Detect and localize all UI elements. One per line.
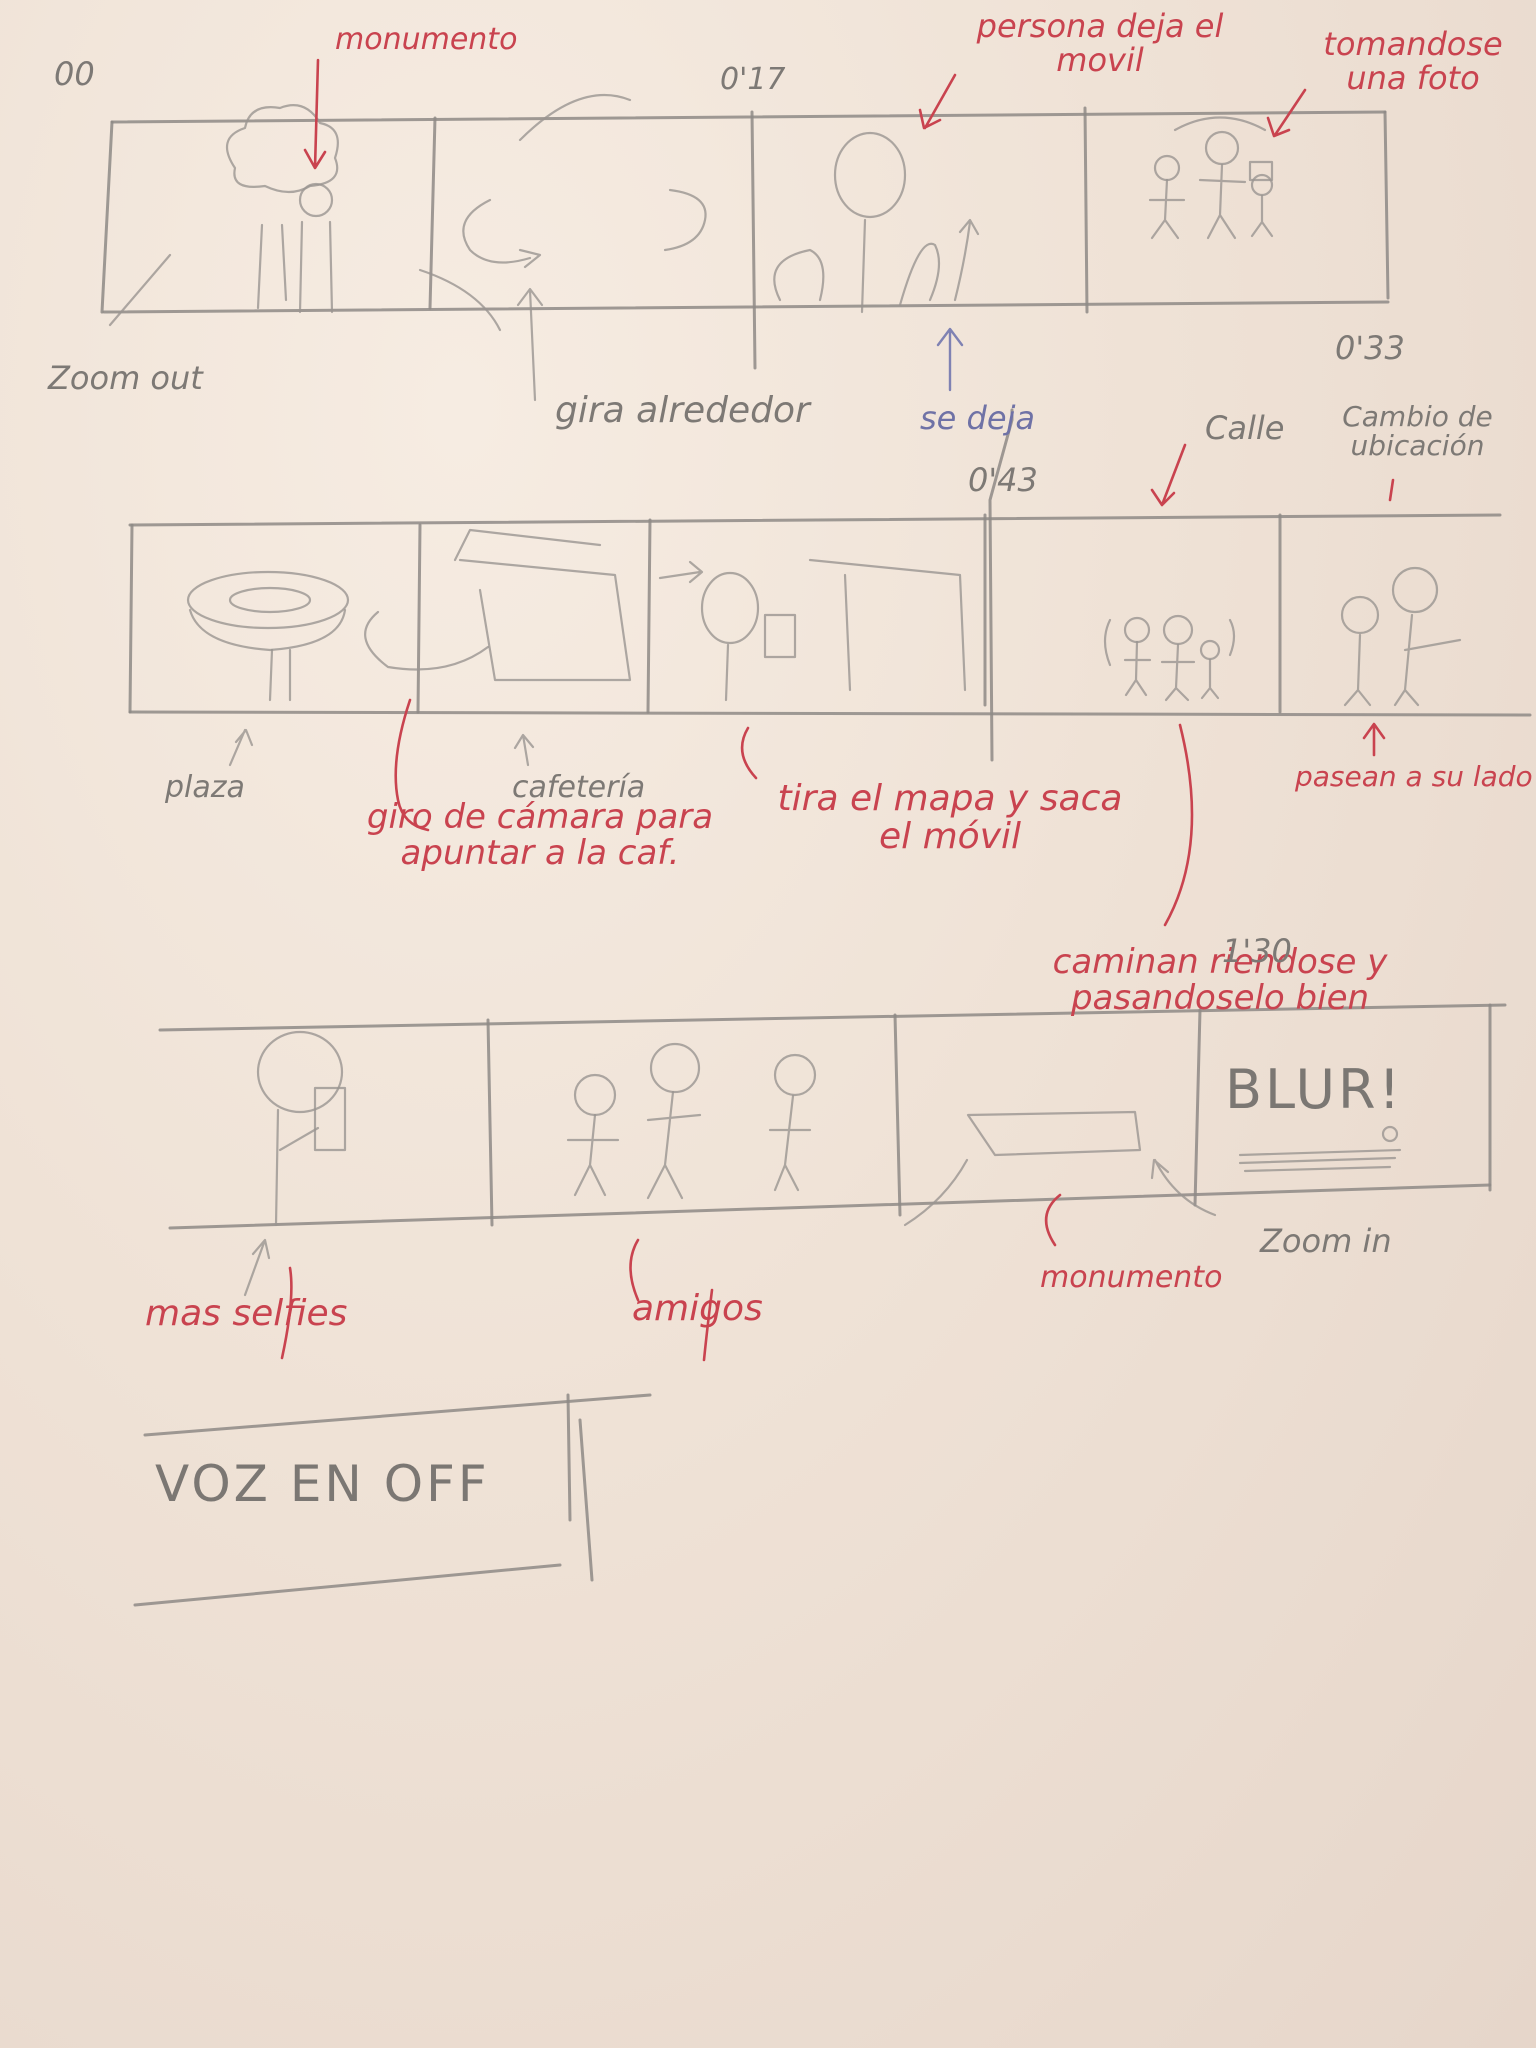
note-tomandose-foto: tomandose una foto <box>1323 25 1503 97</box>
se-deja-arrow <box>936 327 964 392</box>
note-plaza: plaza <box>165 770 245 805</box>
row1-panel2-sketch <box>418 93 707 332</box>
amigos-stroke <box>702 1288 714 1362</box>
calle-arrow <box>1150 443 1187 507</box>
note-zoom-out: Zoom out <box>48 359 203 397</box>
row2-panel2-sketch <box>364 528 632 682</box>
note-tira-mapa: tira el mapa y saca el móvil <box>777 778 1123 857</box>
cambio-arrow <box>1388 478 1395 502</box>
row2-strip <box>128 408 1532 762</box>
row2-panel4-sketch <box>1103 614 1236 702</box>
note-monumento: monumento <box>335 22 518 57</box>
note-amigos: amigos <box>632 1288 763 1329</box>
row3-strip <box>158 1003 1507 1230</box>
monumento-arrow <box>303 58 327 170</box>
note-giro-camara: giro de cámara para apuntar a la caf. <box>366 797 714 873</box>
timestamp-043: 0'43 <box>968 461 1038 499</box>
row1-panel1-sketch <box>108 104 339 327</box>
note-zoom-in: Zoom in <box>1260 1222 1392 1260</box>
note-monumento-2: monumento <box>1040 1260 1223 1295</box>
timestamp-00: 00 <box>54 55 95 93</box>
selfies-arrow <box>243 1238 271 1297</box>
row1-strip <box>100 106 1390 370</box>
monumento2-bracket <box>1044 1193 1062 1247</box>
zoom-in-arrow <box>1150 1158 1217 1217</box>
timestamp-017: 0'17 <box>720 62 786 97</box>
timestamp-033: 0'33 <box>1335 329 1405 367</box>
note-blur: BLUR! <box>1225 1058 1404 1121</box>
row2-panel5-sketch <box>1340 566 1462 707</box>
row3-panel3-sketch <box>903 1110 1142 1227</box>
giro-bracket <box>394 698 430 832</box>
foto-arrow <box>1266 88 1307 138</box>
note-persona-deja-movil: persona deja el movil <box>976 7 1224 79</box>
note-cambio-ubicacion: Cambio de ubicación <box>1342 400 1493 463</box>
row1-panel4-sketch <box>1148 116 1274 240</box>
note-caminan: caminan riendose y pasandoselo bien <box>1052 942 1388 1018</box>
voiceover-box <box>133 1393 652 1607</box>
gira-arrow <box>516 287 544 402</box>
row2-panel1-sketch <box>186 570 350 702</box>
caminan-bracket <box>1163 723 1194 927</box>
timestamp-130: 1'30 <box>1222 932 1292 970</box>
row3-panel2-sketch <box>566 1042 817 1200</box>
row3-panel1-sketch <box>256 1030 347 1227</box>
tira-bracket <box>740 726 758 780</box>
note-cafeteria: cafetería <box>512 770 646 805</box>
selfies-stroke <box>280 1266 293 1360</box>
note-gira-alrededor: gira alrededor <box>555 390 810 431</box>
plaza-arrow <box>228 728 254 767</box>
row2-panel3-sketch <box>658 558 967 702</box>
row3-panel4-sketch <box>1238 1125 1402 1173</box>
persona-arrow <box>918 73 957 130</box>
amigos-bracket <box>629 1238 640 1302</box>
note-se-deja: se deja <box>920 399 1036 437</box>
note-pasean: pasean a su lado <box>1295 760 1533 793</box>
row1-panel3-sketch <box>773 131 980 314</box>
note-calle: Calle <box>1205 409 1285 447</box>
pasean-arrow <box>1362 722 1386 757</box>
cafeteria-arrow <box>513 733 535 767</box>
voiceover-label: VOZ EN OFF <box>155 1455 490 1513</box>
note-mas-selfies: mas selfies <box>145 1293 348 1334</box>
